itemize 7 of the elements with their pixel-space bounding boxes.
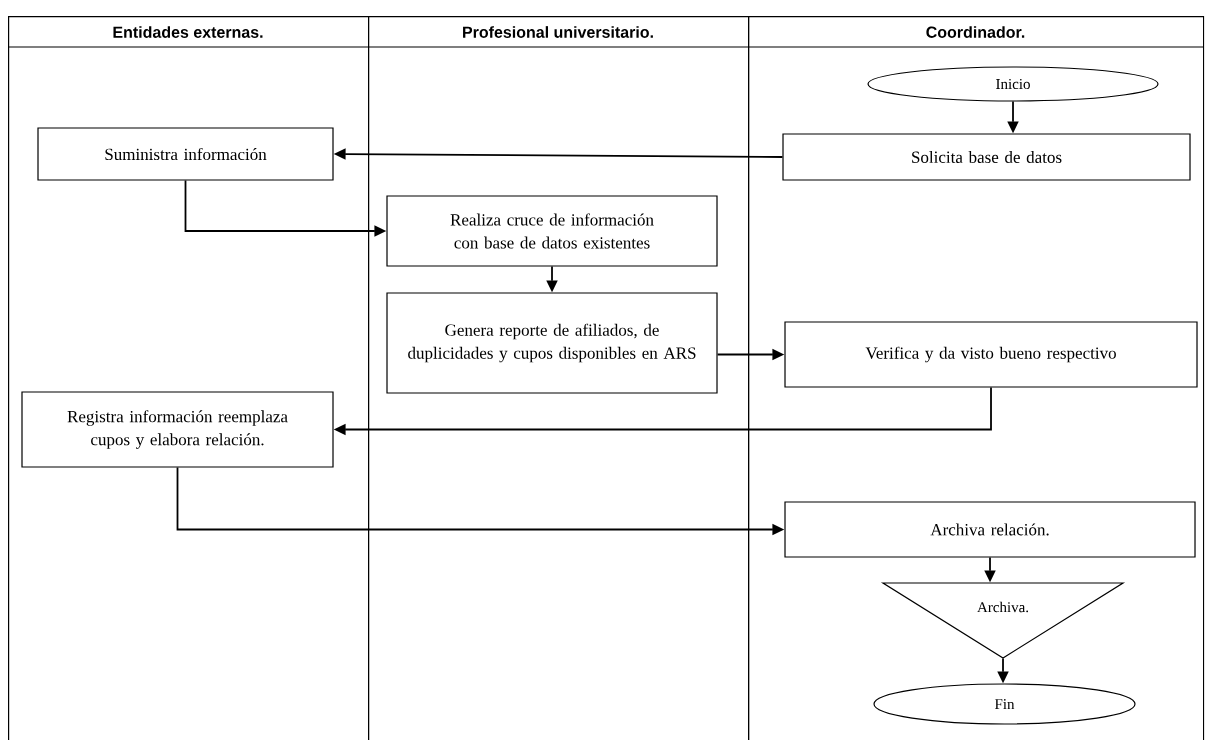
process-box: Genera reporte de afiliados, de duplicidades y cupos disponibles en ARS [386, 292, 718, 394]
process-box: Verifica y da visto bueno respectivo [784, 321, 1198, 388]
process-box: Suministra información [37, 127, 334, 181]
process-box: Archiva relación. [784, 501, 1196, 558]
process-box: Solicita base de datos [782, 133, 1191, 181]
process-box: Realiza cruce de información con base de datos existentes [386, 195, 718, 267]
process-box: Registra información reemplaza cupos y elabora relación. [21, 391, 334, 468]
